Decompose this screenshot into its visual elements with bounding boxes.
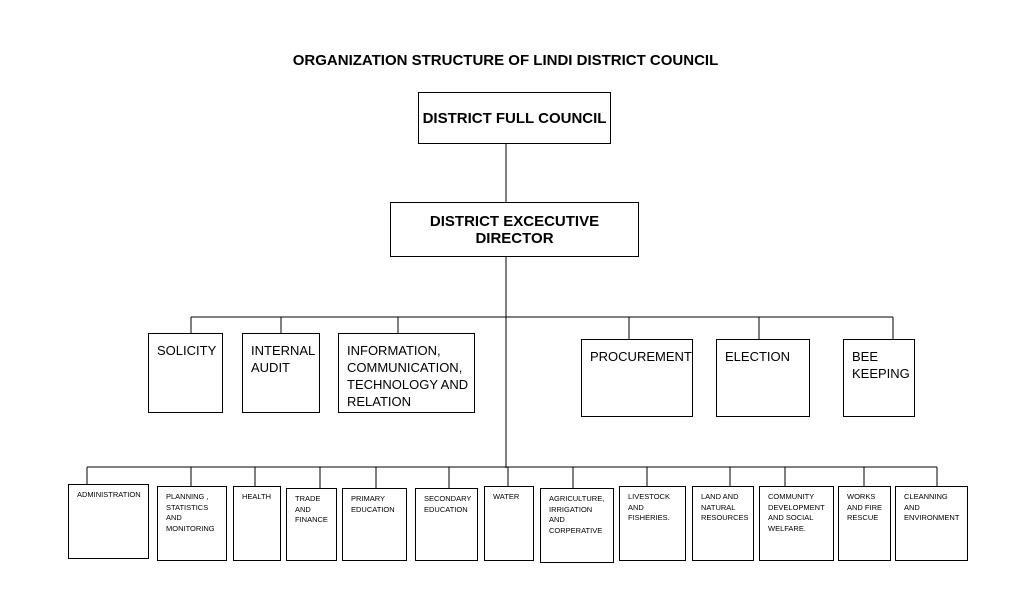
unit-internal-audit-box: INTERNAL AUDIT bbox=[242, 333, 320, 413]
dept-water-label: WATER bbox=[493, 492, 520, 501]
unit-ict-relation-label: INFORMATION, COMMUNICATION, TECHNOLOGY A… bbox=[347, 343, 469, 409]
dept-health-box: HEALTH bbox=[233, 486, 281, 561]
dept-land-resources-box: LAND AND NATURAL RESOURCES bbox=[692, 486, 754, 561]
dept-trade-finance-box: TRADE AND FINANCE bbox=[286, 488, 337, 561]
dept-water-box: WATER bbox=[484, 486, 534, 561]
unit-ict-relation-box: INFORMATION, COMMUNICATION, TECHNOLOGY A… bbox=[338, 333, 475, 413]
dept-administration-box: ADMINISTRATION bbox=[68, 484, 149, 559]
unit-internal-audit-label: INTERNAL AUDIT bbox=[251, 343, 316, 375]
dept-planning-box: PLANNING , STATISTICS AND MONITORING bbox=[157, 486, 227, 561]
district-full-council-label: DISTRICT FULL COUNCIL bbox=[422, 109, 607, 127]
unit-procurement-label: PROCUREMENT bbox=[590, 349, 692, 364]
dept-land-resources-label: LAND AND NATURAL RESOURCES bbox=[701, 492, 749, 522]
dept-cleaning-environment-label: CLEANNING AND ENVIRONMENT bbox=[904, 492, 960, 522]
unit-solicity-label: SOLICITY bbox=[157, 343, 217, 358]
dept-primary-education-box: PRIMARY EDUCATION bbox=[342, 488, 407, 561]
unit-election-label: ELECTION bbox=[725, 349, 791, 364]
unit-bee-keeping-label: BEE KEEPING bbox=[852, 349, 910, 381]
dept-community-development-label: COMMUNITY DEVELOPMENT AND SOCIAL WELFARE… bbox=[768, 492, 825, 533]
dept-cleaning-environment-box: CLEANNING AND ENVIRONMENT bbox=[895, 486, 968, 561]
chart-title: ORGANIZATION STRUCTURE OF LINDI DISTRICT… bbox=[292, 52, 719, 69]
unit-procurement-box: PROCUREMENT bbox=[581, 339, 693, 417]
district-executive-director-box: DISTRICT EXCECUTIVE DIRECTOR bbox=[390, 202, 639, 257]
unit-election-box: ELECTION bbox=[716, 339, 810, 417]
dept-community-development-box: COMMUNITY DEVELOPMENT AND SOCIAL WELFARE… bbox=[759, 486, 834, 561]
unit-solicity-box: SOLICITY bbox=[148, 333, 223, 413]
dept-works-fire-box: WORKS AND FIRE RESCUE bbox=[838, 486, 891, 561]
dept-planning-label: PLANNING , STATISTICS AND MONITORING bbox=[166, 492, 215, 533]
dept-works-fire-label: WORKS AND FIRE RESCUE bbox=[847, 492, 883, 522]
district-executive-director-label: DISTRICT EXCECUTIVE DIRECTOR bbox=[429, 212, 600, 247]
dept-trade-finance-label: TRADE AND FINANCE bbox=[295, 494, 328, 524]
dept-administration-label: ADMINISTRATION bbox=[77, 490, 141, 499]
dept-livestock-label: LIVESTOCK AND FISHERIES. bbox=[628, 492, 670, 522]
unit-bee-keeping-box: BEE KEEPING bbox=[843, 339, 915, 417]
dept-primary-education-label: PRIMARY EDUCATION bbox=[351, 494, 395, 514]
dept-agriculture-label: AGRICULTURE, IRRIGATION AND CORPERATIVE bbox=[549, 494, 605, 535]
dept-secondary-education-label: SECONDARY EDUCATION bbox=[424, 494, 472, 514]
dept-secondary-education-box: SECONDARY EDUCATION bbox=[415, 488, 478, 561]
dept-health-label: HEALTH bbox=[242, 492, 272, 501]
district-full-council-box: DISTRICT FULL COUNCIL bbox=[418, 92, 611, 144]
dept-agriculture-box: AGRICULTURE, IRRIGATION AND CORPERATIVE bbox=[540, 488, 614, 563]
dept-livestock-box: LIVESTOCK AND FISHERIES. bbox=[619, 486, 686, 561]
